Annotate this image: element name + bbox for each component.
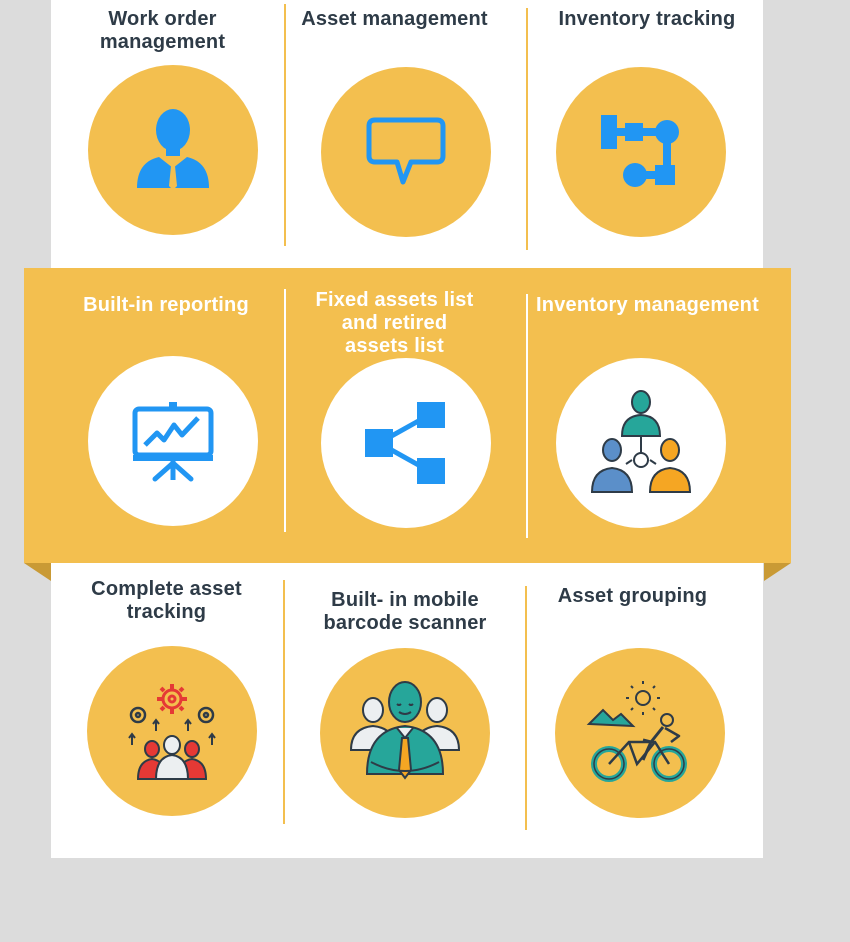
divider (284, 289, 286, 532)
chat-bubble-icon (366, 117, 446, 185)
feature-title-built-in-reporting: Built-in reporting (83, 294, 249, 316)
feature-title-mobile-barcode-scanner: Built- in mobile barcode scanner (323, 589, 487, 634)
band-fold-right (764, 563, 791, 581)
divider (526, 294, 528, 538)
divider (283, 580, 285, 824)
feature-title-asset-grouping: Asset grouping (557, 585, 708, 607)
feature-title-fixed-assets-list: Fixed assets list and retired assets lis… (315, 289, 474, 357)
flowchart-icon (601, 115, 679, 187)
divider (284, 4, 286, 246)
feature-circle (88, 356, 258, 526)
feature-circle (555, 648, 725, 818)
user-avatar-icon (137, 109, 209, 190)
share-nodes-icon (365, 402, 445, 484)
presentation-chart-icon (132, 402, 214, 482)
feature-circle (556, 358, 726, 528)
feature-title-complete-asset-tracking: Complete asset tracking (91, 578, 242, 623)
cyclist-outdoor-icon (586, 681, 687, 782)
feature-circle (321, 67, 491, 237)
team-ideas-gears-icon (128, 684, 216, 780)
feature-title-inventory-tracking: Inventory tracking (558, 8, 736, 30)
feature-circle (321, 358, 491, 528)
feature-title-work-order: Work order management (99, 8, 226, 53)
band-fold-left (24, 563, 51, 581)
team-network-icon (590, 390, 692, 493)
feature-circle (320, 648, 490, 818)
feature-circle (556, 67, 726, 237)
feature-circle (87, 646, 257, 816)
feature-title-asset-management: Asset management (301, 8, 488, 30)
feature-title-inventory-management: Inventory management (536, 294, 759, 316)
divider (526, 8, 528, 250)
divider (525, 586, 527, 830)
team-leader-icon (349, 681, 461, 780)
feature-circle (88, 65, 258, 235)
